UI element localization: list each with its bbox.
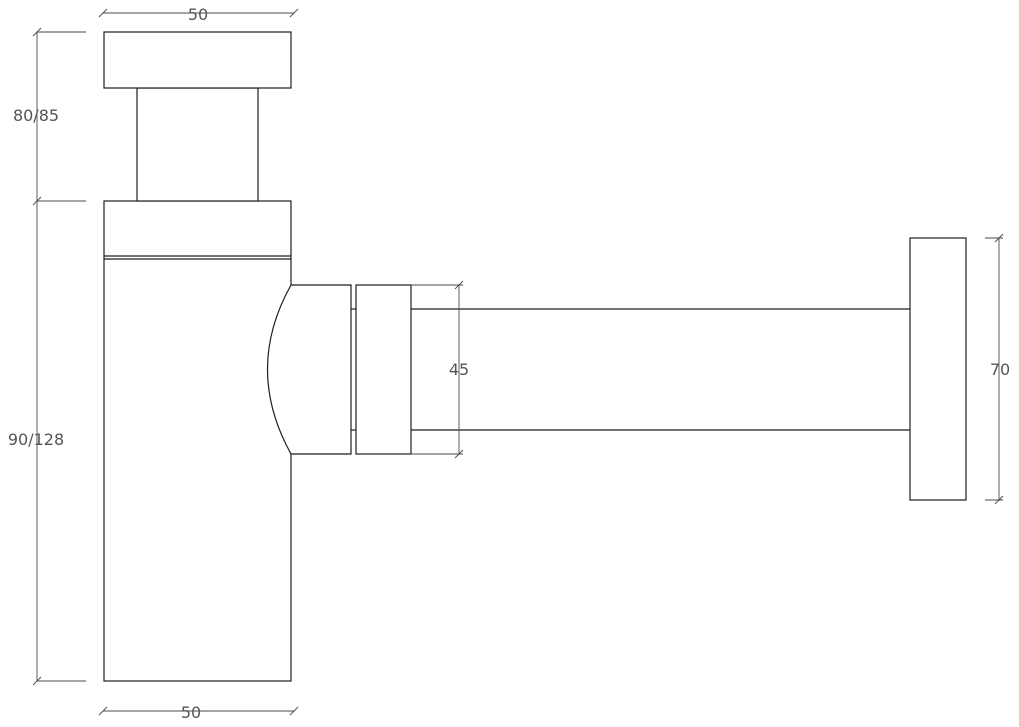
waste-column — [136, 87, 259, 202]
side-outlet — [266, 284, 352, 455]
wall-pipe — [411, 308, 910, 431]
wall-flange — [909, 237, 967, 501]
compression-nut — [355, 284, 412, 455]
dim-upper-height-label: 80/85 — [13, 106, 59, 125]
bottle-body — [103, 200, 292, 682]
dim-flange-height-label: 70 — [990, 360, 1010, 379]
dim-lower-height-label: 90/128 — [8, 430, 64, 449]
top-cap — [103, 31, 292, 89]
dim-lower-height: 90/128 — [8, 201, 86, 686]
dim-pipe-diameter-label: 45 — [449, 360, 469, 379]
dim-bottom-width-label: 50 — [181, 703, 201, 722]
dim-upper-height: 80/85 — [13, 27, 86, 206]
dim-bottom-width: 50 — [98, 703, 299, 722]
dim-top-width-label: 50 — [188, 5, 208, 24]
dim-flange-height: 70 — [985, 233, 1010, 505]
dim-top-width: 50 — [98, 5, 299, 24]
dim-pipe-diameter: 45 — [411, 280, 469, 459]
